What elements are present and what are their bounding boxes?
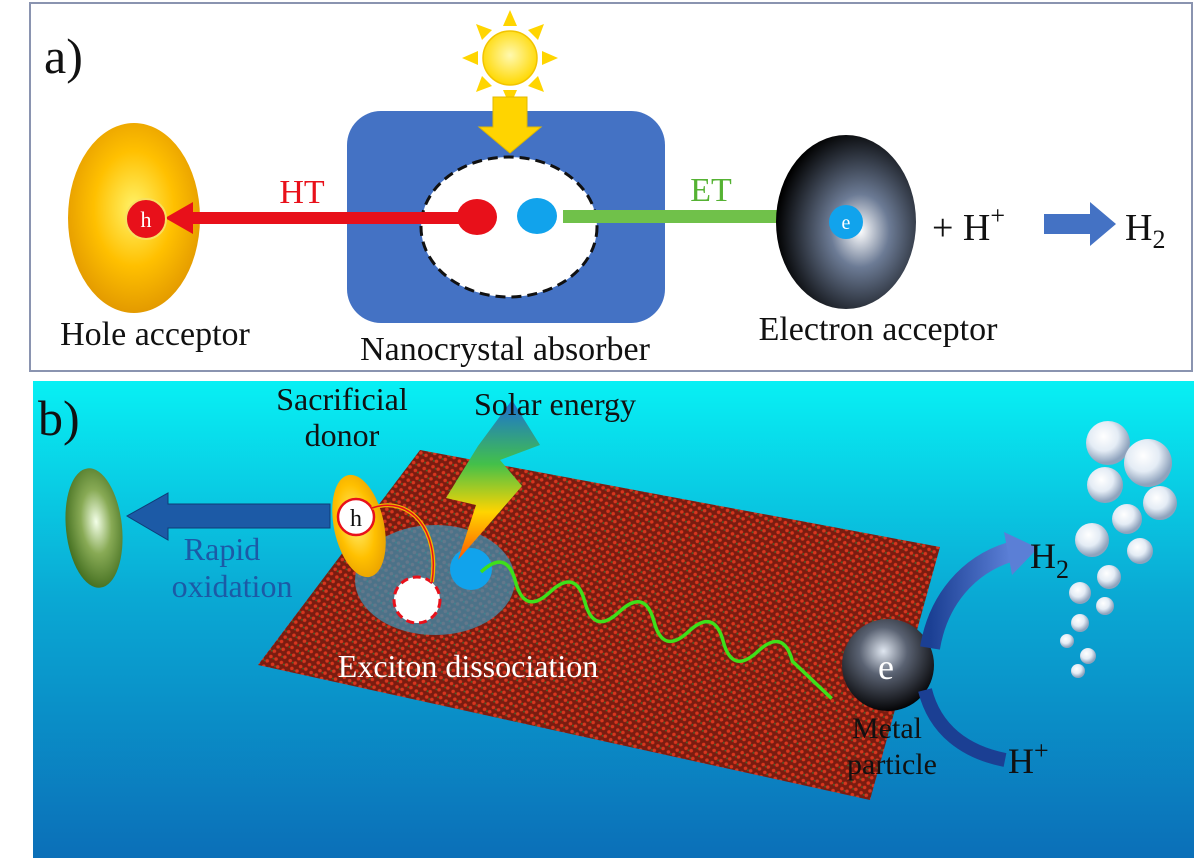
et-label: ET [690,172,732,209]
hole-transfer-path-core [371,504,434,583]
hplus-reactant: H+ [1008,736,1049,781]
h2-arrow-head [1004,532,1038,575]
metal-particle [842,619,934,711]
oxidation-label-line1: Rapid [184,531,260,567]
h2-bubbles [1060,421,1177,678]
oxidation-arrow [125,492,331,541]
oxidized-donor-particle [65,468,123,588]
sacrificial-donor-label-line1: Sacrificial [276,381,408,417]
sun-icon [462,10,558,106]
h2-product: H2 [1030,536,1069,584]
et-arrow [563,210,811,223]
electron-dot [517,198,557,234]
bubble [1112,504,1142,534]
ht-arrow [185,212,465,224]
absorber-label: Nanocrystal absorber [360,331,651,368]
sacrificial-donor-label-line2: donor [305,417,380,453]
panel-a: a) h HT [29,2,1193,372]
metal-particle-label-line2: particle [847,748,937,781]
bubble [1080,648,1096,664]
bubble [1087,467,1123,503]
hole-acceptor-label: Hole acceptor [60,316,250,353]
h2-evolution-arrow [920,542,1014,650]
electron-acceptor-label: Electron acceptor [759,311,998,348]
ht-arrow-head [165,202,193,234]
bubble [1096,597,1114,615]
electron-carrier-a [829,205,863,239]
hole-carrier-b [336,497,376,537]
reaction-product: H2 [1125,207,1165,254]
electron-symbol-b: e [878,647,894,687]
bubble [1069,582,1091,604]
hole-vacancy [392,575,442,625]
panel-b-label: b) [38,390,80,446]
electron-symbol-a: e [842,212,851,234]
bubble [1075,523,1109,557]
ht-label: HT [279,174,325,211]
hole-carrier-a [125,198,167,240]
electron-b [450,548,492,590]
hplus-uptake-arrow [918,688,1007,767]
electron-transfer-path [479,560,833,700]
bubble [1127,538,1153,564]
hole-symbol-b: h [350,506,362,532]
exciton-dissociation-label: Exciton dissociation [338,648,598,684]
oxidation-label-line2: oxidation [172,568,293,604]
bubble [1143,486,1177,520]
light-arrow [477,96,543,154]
bubble [1124,439,1172,487]
exciton-region [419,155,599,299]
metal-particle-label-line1: Metal [852,712,922,745]
panel-b: b) h e H2 H+ [33,381,1194,858]
bubble [1071,664,1085,678]
reaction-reactant: + H+ [932,201,1005,249]
solar-energy-label: Solar energy [474,386,636,422]
panel-a-label: a) [44,28,83,84]
bubble [1086,421,1130,465]
bubble [1071,614,1089,632]
lightning-bolt-icon [446,400,540,560]
reaction-arrow [1044,202,1116,246]
bubble [1060,634,1074,648]
hole-dot [457,199,497,235]
bubble [1097,565,1121,589]
hole-symbol-a: h [141,207,152,232]
